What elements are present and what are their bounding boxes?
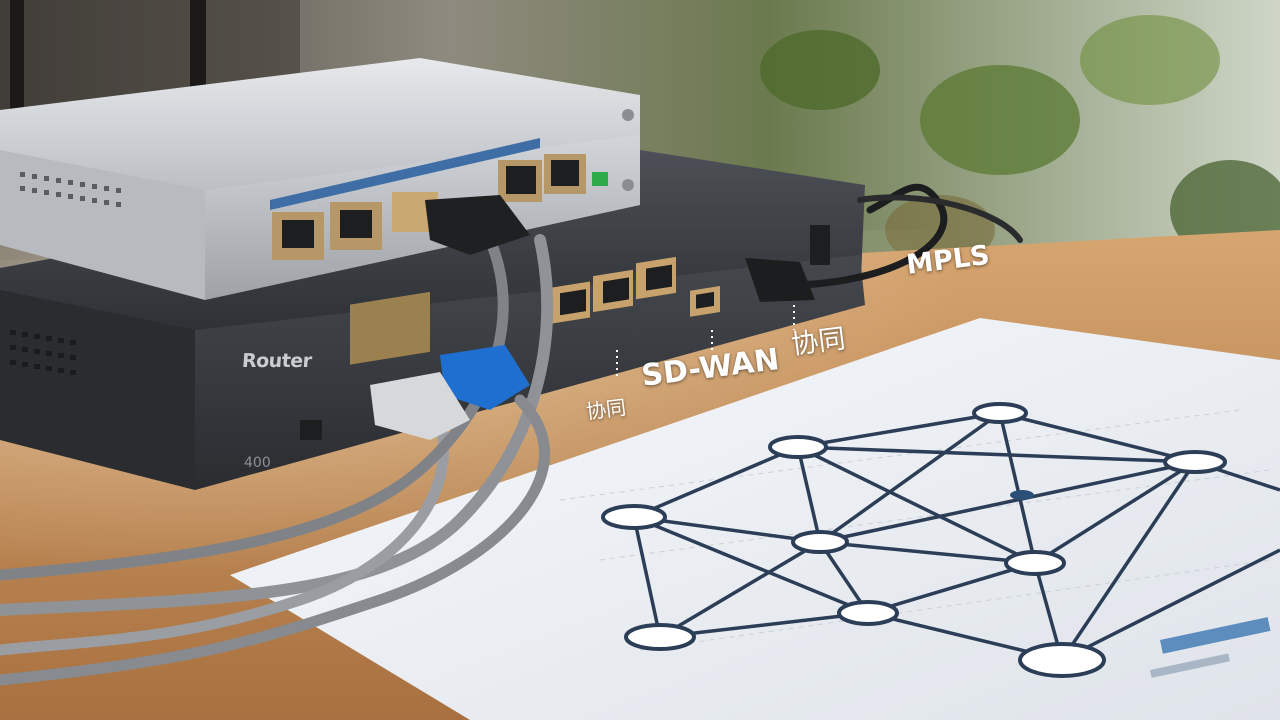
white-connector — [370, 372, 470, 440]
network-diagram-nodes — [601, 402, 1227, 678]
power-switch — [810, 225, 830, 265]
network-node-icon — [791, 530, 849, 554]
plant-leaf — [760, 30, 880, 110]
router-top-side — [0, 150, 205, 300]
network-diagram-links — [632, 411, 1280, 662]
network-node-icon — [1163, 450, 1227, 474]
device-brand-logo: Router — [241, 350, 313, 372]
network-node-icon — [972, 402, 1028, 424]
coop-label-right: 协同 — [789, 323, 848, 361]
port-label-strip — [270, 138, 540, 210]
reset-button — [300, 420, 322, 440]
coop-label-left: 协同 — [584, 395, 628, 424]
network-node-icon — [837, 600, 899, 626]
gray-cable — [0, 234, 554, 616]
network-node-icon — [1018, 642, 1106, 678]
network-node-icon — [1004, 550, 1066, 576]
blue-connector — [440, 345, 530, 410]
device-model-number: 400 — [244, 455, 271, 471]
network-node-icon — [768, 435, 828, 459]
router-top-ports — [272, 109, 634, 260]
network-node-icon — [624, 623, 696, 651]
router-bottom-ports — [300, 225, 830, 440]
vent-grille — [10, 330, 76, 375]
black-connector — [425, 195, 530, 255]
black-cable — [796, 183, 948, 289]
network-node-icon — [601, 504, 667, 530]
network-hub-dot — [1010, 490, 1034, 500]
status-led — [592, 172, 608, 186]
cable-connectors — [370, 195, 815, 440]
